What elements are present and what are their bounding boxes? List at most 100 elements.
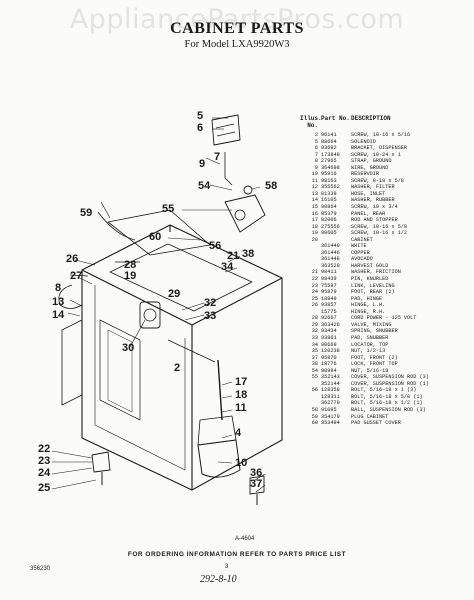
page-title: CABINET PARTS (170, 20, 304, 37)
part-description: SCREW, 10-24 x 1 (351, 151, 401, 158)
part-description: LOCATOR, TOP (351, 341, 389, 348)
part-description: CABINET (351, 236, 373, 243)
callout-24: 24 (38, 467, 51, 479)
header-illus-no: Illus. No. (300, 115, 322, 129)
part-no: 92667 (321, 315, 337, 322)
illus-no: 59 (311, 413, 318, 420)
callout-27: 27 (70, 270, 83, 282)
part-description: SCREW, 10-16 x 5/8 (351, 223, 408, 230)
illus-no: 21 (311, 269, 318, 276)
illus-no: 38 (311, 361, 318, 368)
part-no: 93692 (321, 145, 337, 152)
callout-11: 11 (235, 402, 247, 414)
part-no: 98439 (321, 276, 337, 283)
illus-no: 22 (311, 276, 318, 283)
hinge-strap (61, 319, 83, 406)
callout-4: 4 (235, 427, 242, 439)
illus-no: 58 (311, 406, 318, 413)
part-no: 363426 (321, 321, 340, 328)
part-description: PAD GUSSET COVER (351, 420, 401, 427)
reservoir (197, 439, 241, 478)
callout-30: 30 (122, 342, 135, 354)
part-description: BOLT, 5/16-18 x 1/2 (1) (351, 400, 423, 407)
part-no: 354179 (321, 413, 340, 420)
part-description: SCREW, 10-16 x 1/2 (351, 230, 408, 237)
callout-19: 19 (124, 270, 137, 282)
illus-no: 60 (311, 420, 318, 427)
illus-no: 15 (311, 204, 318, 211)
callout-22: 22 (38, 443, 51, 455)
part-description: BOLT, 5/16-18 x 5/8 (1) (351, 393, 423, 400)
part-description: COPPER (351, 249, 370, 256)
illus-no: 25 (311, 295, 318, 302)
part-no: 173848 (321, 151, 340, 158)
callout-34: 34 (221, 261, 234, 273)
part-no: 98605 (321, 230, 337, 237)
power-cord (97, 211, 136, 241)
part-no: 355562 (321, 184, 340, 191)
part-no: 98411 (321, 269, 337, 276)
part-description: SPRING, SNUBBER (351, 328, 398, 335)
callout-37: 37 (250, 478, 263, 490)
part-no: 352143 (321, 374, 340, 381)
part-description: LOCK, FRONT TOP (351, 361, 398, 368)
header-part-no: Part No. (321, 115, 350, 122)
illus-no: 17 (311, 217, 318, 224)
callout-56: 56 (209, 240, 222, 252)
part-description: BOLT, 5/16-18 x 1 (3) (351, 387, 417, 394)
part-no: 96141 (321, 132, 337, 138)
callout-2: 2 (174, 362, 181, 374)
callout-32: 32 (204, 297, 217, 309)
part-no: 275556 (321, 223, 340, 230)
part-description: AVOCADO (351, 256, 373, 263)
part-description: SCREW, 10-16 x 5/16 (351, 132, 411, 138)
callout-54: 54 (198, 180, 211, 192)
part-description: BALL, SUSPENSION ROD (3) (351, 406, 426, 413)
part-description: PLUG CABINET (351, 413, 389, 420)
part-no: 81339 (321, 190, 337, 197)
part-description: NUT, 5/16-18 (351, 367, 389, 374)
mixing-valve (139, 301, 161, 329)
part-description: HINGE, R.H. (351, 308, 386, 315)
part-description: STRAP, GROUND (351, 158, 392, 165)
part-description: BRACKET, DISPENSER (351, 145, 408, 152)
part-no: 91095 (321, 406, 337, 413)
callout-55: 55 (162, 203, 175, 215)
illus-no: 2 (314, 132, 318, 138)
part-description: ROD AND STOPPER (351, 217, 398, 224)
illus-no: 23 (311, 282, 318, 289)
part-no: 363529 (321, 262, 340, 269)
top-opening (109, 243, 253, 312)
part-no: 352144 (321, 380, 340, 387)
part-no: 120238 (321, 348, 340, 355)
cabinet-right-side (191, 278, 283, 491)
part-description: COVER, SUSPENSION ROD (1) (351, 380, 429, 387)
front-foot (249, 475, 265, 495)
header-description: DESCRIPTION (351, 115, 391, 122)
part-no: 15775 (321, 308, 337, 315)
callout-7: 7 (214, 151, 221, 163)
